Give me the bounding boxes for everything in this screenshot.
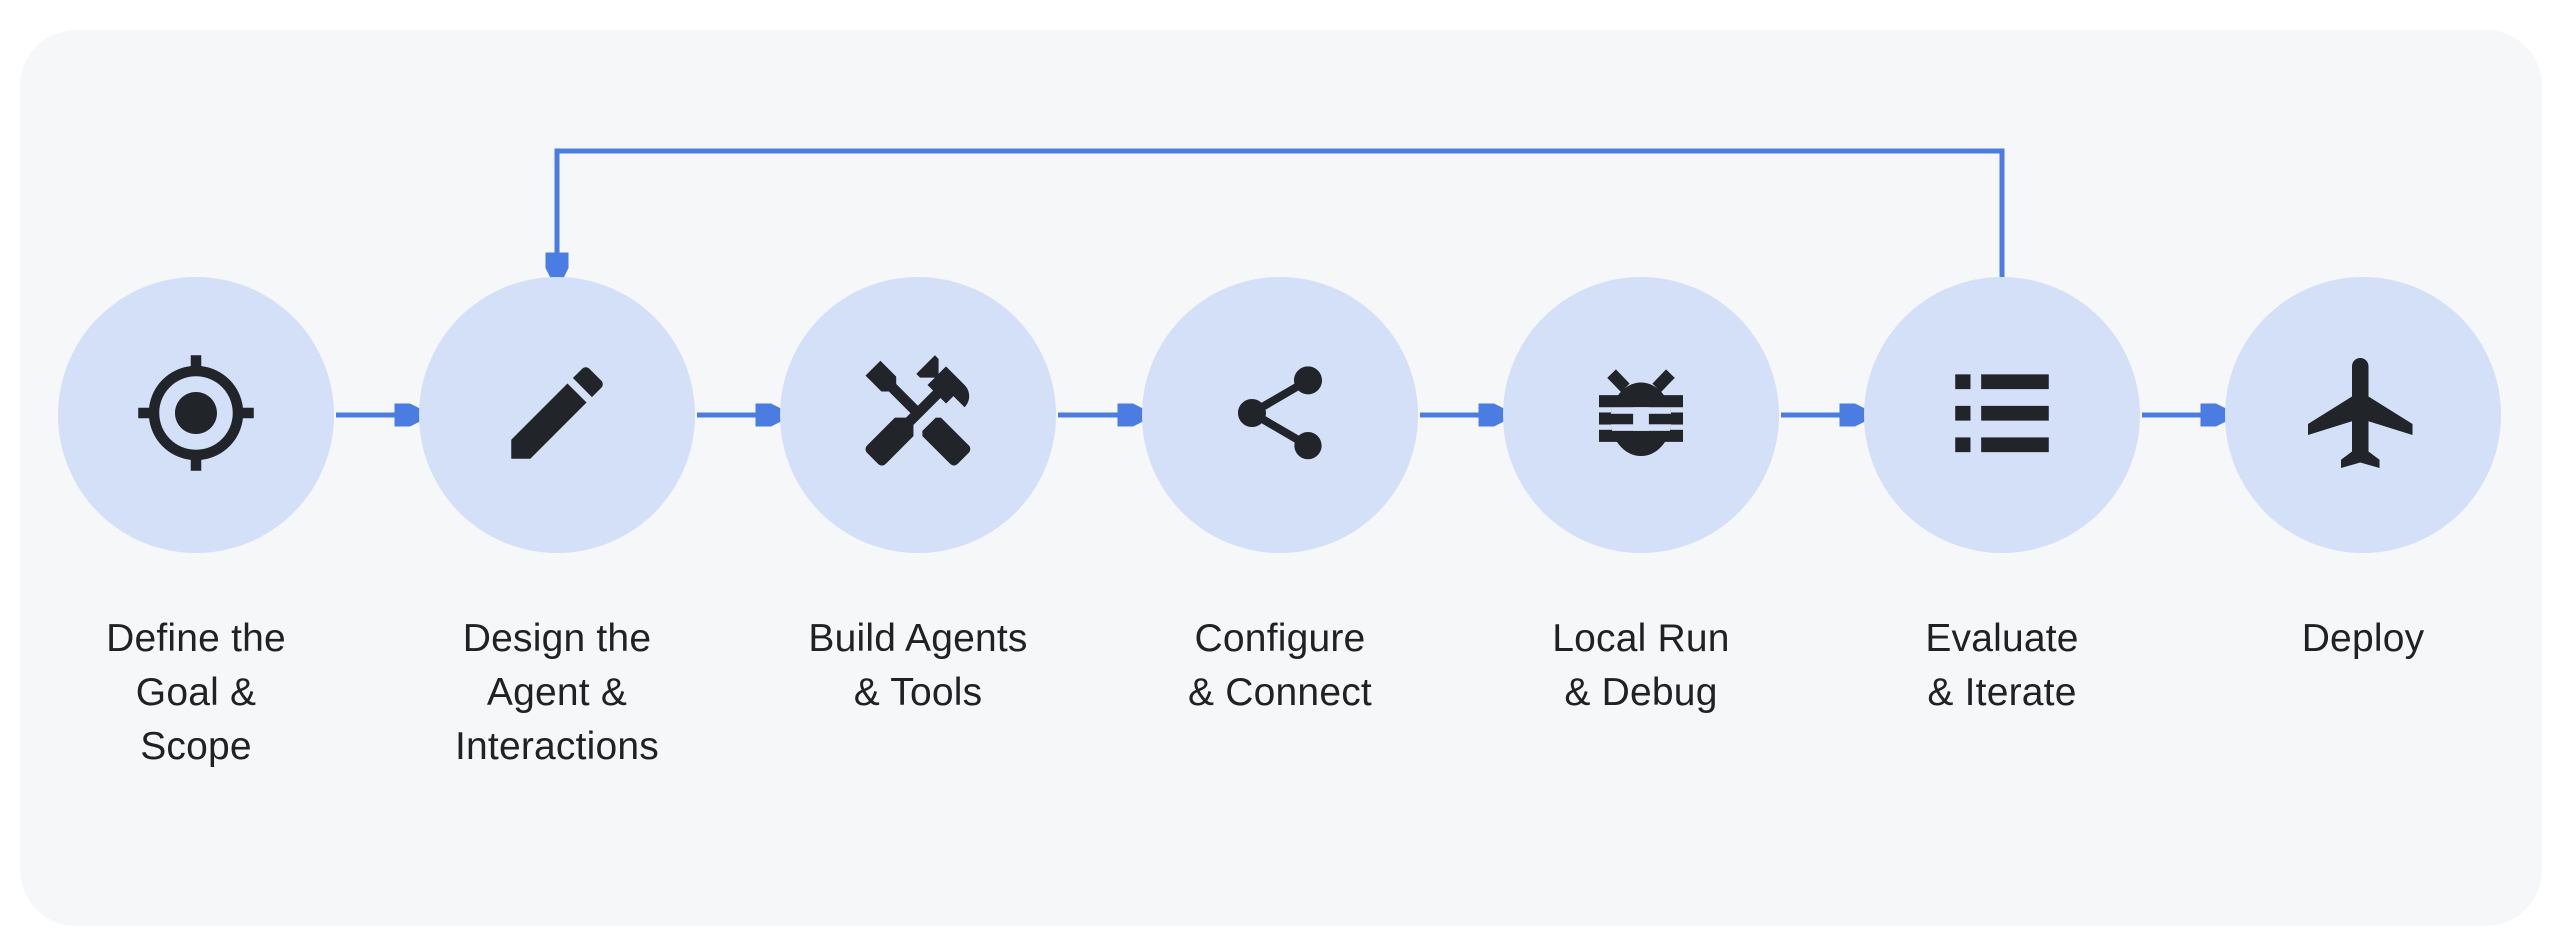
bug-icon [1578, 350, 1704, 481]
build-agents-tools-circle [780, 277, 1056, 553]
target-icon [133, 350, 259, 481]
share-icon [1224, 357, 1336, 474]
local-run-debug-circle [1503, 277, 1779, 553]
airplane-icon [2297, 347, 2429, 484]
deploy-circle [2225, 277, 2501, 553]
node-label: Configure & Connect [1188, 617, 1372, 714]
node-label: Local Run & Debug [1552, 617, 1730, 714]
node-label: Define the Goal & Scope [106, 617, 286, 768]
node-label: Evaluate & Iterate [1925, 617, 2079, 714]
list-icon [1941, 352, 2063, 479]
pencil-icon [496, 352, 618, 479]
define-goal-scope-circle [58, 277, 334, 553]
node-label: Design the Agent & Interactions [454, 617, 659, 768]
tools-icon [855, 350, 981, 481]
node-label: Deploy [2301, 617, 2425, 660]
node-label: Build Agents & Tools [808, 617, 1028, 714]
evaluate-iterate-circle [1864, 277, 2140, 553]
configure-connect-circle [1142, 277, 1418, 553]
design-agent-interactions-circle [419, 277, 695, 553]
